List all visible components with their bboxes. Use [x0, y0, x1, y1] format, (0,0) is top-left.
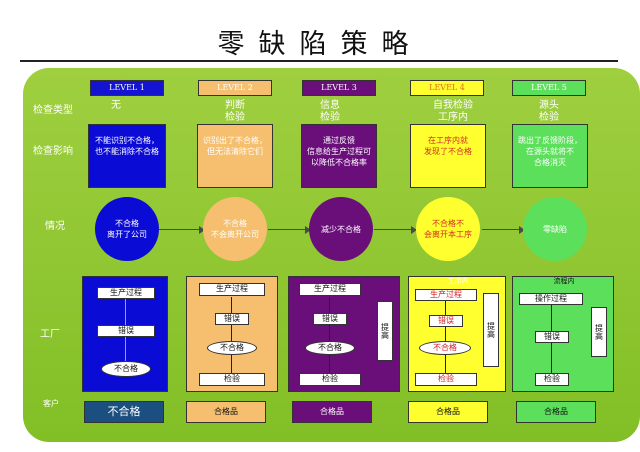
level-2-flow-step-1: 生产过程	[199, 283, 265, 296]
level-5-label: LEVEL 5	[512, 80, 586, 96]
page-title: 零缺陷策略	[217, 29, 423, 60]
title-underline	[20, 60, 618, 62]
level-5-flow-step-4: 检验	[535, 373, 569, 386]
level-3-flow-step-1: 生产过程	[299, 283, 361, 296]
level-1-label: LEVEL 1	[90, 80, 164, 96]
level-3-effect-line-1: 通过反馈	[323, 136, 355, 145]
level-4-effect-line-1: 在工序内就	[428, 136, 468, 145]
level-2-flow-step-4: 检验	[199, 373, 265, 386]
situation-arrowhead-3	[411, 226, 417, 234]
situation-arrow-2	[268, 229, 308, 230]
level-5-factory-flow: 流程内 操作过程 错误 检验 提高	[512, 276, 614, 392]
level-5-flow-header: 流程内	[553, 277, 575, 285]
level-1-effect-line-2: 也不能消除不合格	[95, 147, 159, 156]
level-1-flow-step-1: 生产过程	[97, 287, 155, 299]
level-5-feedback-bar: 提高	[591, 307, 607, 357]
level-1-flow-step-2: 错误	[97, 325, 155, 337]
level-4-effect-box: 在工序内就 发现了不合格	[410, 124, 486, 188]
level-4-factory-flow: 工序内 生产过程 错误 不合格 检验 提高	[408, 276, 506, 392]
level-1-situation-line-2: 离开了公司	[107, 230, 147, 239]
level-5-result: 合格品	[516, 401, 596, 423]
level-1-flow-step-3: 不合格	[101, 361, 151, 377]
level-4-flow-header: 工序内	[447, 277, 469, 285]
level-4-flow-step-2: 错误	[429, 315, 463, 327]
row-label-factory: 工厂	[40, 329, 60, 340]
situation-arrowhead-1	[199, 226, 205, 234]
situation-arrow-3	[374, 229, 414, 230]
level-5-effect-line-3: 合格消灭	[534, 158, 566, 167]
level-4-label: LEVEL 4	[410, 80, 484, 96]
level-3-feedback-bar: 提高	[377, 301, 393, 361]
level-4-situation-circle: 不合格不会离开本工序	[416, 197, 480, 261]
level-2-situation-circle: 不合格不会离开公司	[203, 197, 267, 261]
situation-arrow-1	[158, 229, 202, 230]
level-3-flow-step-3: 不合格	[305, 341, 355, 355]
level-5-check-type: 源头 检验	[539, 100, 559, 123]
row-label-customer: 客户	[43, 399, 59, 408]
level-1-situation-circle: 不合格离开了公司	[95, 197, 159, 261]
level-5-situation-line-1: 零缺陷	[543, 224, 567, 234]
level-1-effect-box: 不能识别不合格， 也不能消除不合格	[88, 124, 166, 188]
level-3-factory-flow: 生产过程 错误 不合格 检验 提高	[288, 276, 400, 392]
level-2-flow-step-3: 不合格	[207, 341, 257, 355]
level-1-situation-line-1: 不合格	[115, 219, 139, 228]
level-4-result: 合格品	[408, 401, 488, 423]
level-2-situation-line-2: 不会离开公司	[211, 230, 259, 239]
level-4-effect-line-2: 发现了不合格	[424, 147, 472, 156]
row-label-situation: 情况	[45, 221, 65, 232]
level-3-effect-line-2: 信息给生产过程可	[307, 147, 371, 156]
level-2-check-type: 判断 检验	[225, 100, 245, 123]
level-1-factory-flow: 生产过程 错误 不合格	[82, 276, 168, 392]
level-4-situation-line-2: 会离开本工序	[424, 230, 472, 239]
level-3-check-type: 信息 检验	[320, 100, 340, 123]
level-3-label: LEVEL 3	[302, 80, 376, 96]
level-1-result: 不合格	[84, 401, 164, 423]
level-5-flow-step-2: 错误	[535, 331, 569, 343]
level-5-effect-box: 跳出了反馈阶段， 在源头就将不 合格消灭	[512, 124, 588, 188]
level-4-flow-step-4: 检验	[415, 373, 477, 386]
level-4-flow-step-1: 生产过程	[415, 289, 477, 301]
level-4-feedback-bar: 提高	[483, 293, 499, 367]
level-2-effect-line-1: 识别出了不合格，	[203, 136, 267, 145]
level-3-effect-box: 通过反馈 信息给生产过程可 以降低不合格率	[301, 124, 377, 188]
level-3-situation-circle: 减少不合格	[309, 197, 373, 261]
situation-arrow-4	[482, 229, 522, 230]
level-3-situation-line-1: 减少不合格	[321, 224, 361, 234]
level-1-effect-line-1: 不能识别不合格，	[95, 136, 159, 145]
level-3-effect-line-3: 以降低不合格率	[311, 158, 367, 167]
level-2-effect-line-2: 但无法清除它们	[207, 147, 263, 156]
level-4-flow-step-3: 不合格	[419, 341, 471, 355]
level-2-flow-line	[231, 297, 232, 377]
level-4-check-type: 自我检验 工序内	[433, 100, 473, 123]
level-4-situation-line-1: 不合格不	[432, 219, 464, 228]
row-label-check-effect: 检查影响	[33, 146, 73, 157]
level-2-factory-flow: 生产过程 错误 不合格 检验	[186, 276, 278, 392]
level-2-flow-step-2: 错误	[215, 313, 249, 325]
level-3-flow-step-2: 错误	[313, 313, 347, 325]
level-2-situation-line-1: 不合格	[223, 219, 247, 228]
level-2-result: 合格品	[186, 401, 266, 423]
level-3-flow-line	[329, 297, 330, 377]
situation-arrowhead-2	[305, 226, 311, 234]
level-3-flow-step-4: 检验	[299, 373, 361, 386]
level-2-effect-box: 识别出了不合格， 但无法清除它们	[197, 124, 273, 188]
level-4-flow-line	[445, 297, 446, 377]
level-5-effect-line-2: 在源头就将不	[526, 147, 574, 156]
level-5-effect-line-1: 跳出了反馈阶段，	[518, 136, 582, 145]
level-5-situation-circle: 零缺陷	[523, 197, 587, 261]
situation-arrowhead-4	[519, 226, 525, 234]
level-1-check-type: 无	[111, 100, 121, 111]
level-2-label: LEVEL 2	[198, 80, 272, 96]
level-5-flow-step-1: 操作过程	[519, 293, 583, 305]
row-label-check-type: 检查类型	[33, 105, 73, 116]
level-3-result: 合格品	[292, 401, 372, 423]
